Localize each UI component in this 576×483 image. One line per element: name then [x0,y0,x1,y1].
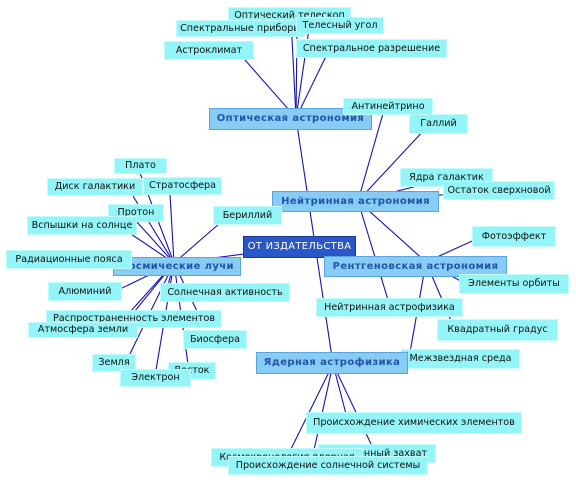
edge-neutrino-neutrino-astrophysics [357,200,389,301]
hub-neutrino-astronomy[interactable]: Нейтринная астрономия [272,191,439,212]
edge-optical-spectral-resolution [295,47,331,119]
leaf-earth[interactable]: Земля [92,354,136,372]
leaf-gallium[interactable]: Галлий [409,114,468,134]
hub-xray-astronomy[interactable]: Рентгеновская астрономия [324,256,507,277]
leaf-photoeffect[interactable]: Фотоэффект [472,226,556,247]
leaf-neutrino-astrophysics[interactable]: Нейтринная астрофизика [316,298,463,317]
edge-cosmic-rays-beryllium [173,222,221,264]
leaf-solid-angle[interactable]: Телесный угол [296,17,384,34]
edge-neutrino-gallium [357,127,427,202]
leaf-beryllium[interactable]: Бериллий [213,206,282,225]
leaf-interstellar-medium[interactable]: Межзвездная среда [401,349,520,369]
leaf-supernova-remnant[interactable]: Остаток сверхновой [443,181,555,200]
hub-cosmic-rays[interactable]: Космические лучи [113,257,241,276]
leaf-spectral-devices[interactable]: Спектральные приборы [176,20,305,37]
leaf-antineutrino[interactable]: Антинейтрино [343,98,433,115]
edge-cosmic-rays-stratosphere [169,193,175,264]
leaf-plateau[interactable]: Плато [114,158,167,174]
leaf-chemical-origin[interactable]: Происхождение химических элементов [306,412,522,434]
leaf-stratosphere[interactable]: Стратосфера [143,177,222,195]
hub-optical-astronomy[interactable]: Оптическая астрономия [209,108,372,130]
leaf-solar-flares[interactable]: Вспышки на солнце [27,216,137,235]
edge-optical-astroclimate [237,51,297,119]
leaf-galactic-disk[interactable]: Диск галактики [47,178,143,196]
leaf-solar-activity[interactable]: Солнечная активность [160,283,290,302]
edge-cosmic-rays-proton [135,220,175,264]
leaf-astroclimate[interactable]: Астроклимат [164,41,254,60]
edge-neutrino-antineutrino [357,109,385,202]
leaf-earth-atmosphere[interactable]: Атмосфера земли [28,322,138,338]
center-node[interactable]: ОТ ИЗДАТЕЛЬСТВА [243,236,356,258]
edge-nuclear-solar-system-origin [311,363,334,460]
leaf-radiation-belts[interactable]: Радиационные пояса [6,250,132,269]
leaf-orbit-elements[interactable]: Элементы орбиты [459,274,569,294]
leaf-square-degree[interactable]: Квадратный градус [437,319,558,341]
leaf-biosphere[interactable]: Биосфера [183,330,247,349]
leaf-solar-system-origin[interactable]: Происхождение солнечной системы [228,456,428,475]
leaf-aluminium[interactable]: Алюминий [48,282,122,301]
hub-nuclear-astrophysics[interactable]: Ядерная астрофизика [256,352,408,374]
leaf-electron[interactable]: Электрон [120,369,191,387]
edge-nuclear-cosmochronology [289,363,334,452]
leaf-spectral-resolution[interactable]: Спектральное разрешение [296,39,447,58]
